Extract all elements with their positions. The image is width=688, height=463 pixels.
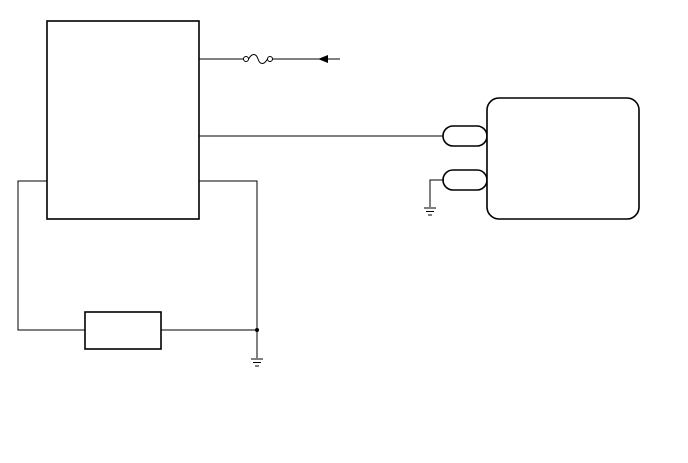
resistor-box: [84, 311, 162, 350]
sensor-component-box: [486, 97, 640, 220]
loop-wire-left: [17, 180, 85, 331]
control-unit-box: [46, 20, 200, 220]
junction-dot: [255, 328, 259, 332]
ground-icon: [251, 358, 263, 367]
connector-pin-upper: [442, 125, 488, 147]
ground-icon: [424, 207, 436, 216]
pin-ground-wire: [429, 179, 444, 207]
power-supply-branch: [199, 54, 340, 64]
arrow-left-icon: [318, 55, 328, 63]
loop-wire-right: [199, 180, 258, 358]
connector-pin-lower: [442, 169, 488, 191]
fuse-icon: [243, 54, 273, 64]
resistor-loop: [17, 180, 263, 367]
pin-ground-branch: [424, 179, 444, 216]
